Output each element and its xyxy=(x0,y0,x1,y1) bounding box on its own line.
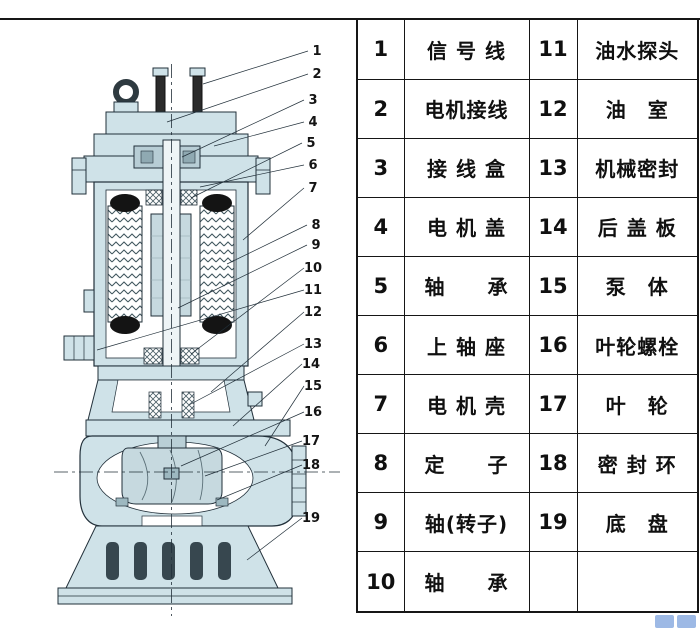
part-number-cell xyxy=(528,551,578,613)
oil-chamber xyxy=(87,379,263,421)
part-number-cell: 15 xyxy=(528,255,578,316)
part-number-cell: 3 xyxy=(356,137,405,198)
part-name-cell: 电 机 盖 xyxy=(403,196,530,257)
part-name-cell: 机械密封 xyxy=(576,137,699,198)
pump-svg: 1 2 3 4 5 6 7 8 9 10 11 12 13 14 15 16 1… xyxy=(54,44,340,616)
part-name-cell: 底 盘 xyxy=(576,492,699,553)
part-number-cell: 13 xyxy=(528,137,578,198)
callout-3: 3 xyxy=(308,93,317,108)
callout-17: 17 xyxy=(302,434,320,449)
callout-2: 2 xyxy=(312,67,321,82)
centerlines xyxy=(54,64,340,616)
part-name-cell: 轴(转子) xyxy=(403,492,530,553)
table-row: 3 接 线 盒 13 机械密封 xyxy=(356,137,699,198)
watermark xyxy=(655,615,696,628)
part-number-cell: 16 xyxy=(528,314,578,376)
part-name-cell: 轴 承 xyxy=(403,255,530,316)
part-name-cell: 电 机 壳 xyxy=(403,374,530,435)
part-name-cell: 电机接线 xyxy=(403,78,530,139)
part-number-cell: 11 xyxy=(528,18,578,80)
callout-19: 19 xyxy=(302,511,320,526)
pump-section-drawing: 1 2 3 4 5 6 7 8 9 10 11 12 13 14 15 16 1… xyxy=(54,44,340,616)
lifting-eye xyxy=(113,79,139,115)
part-number-cell: 8 xyxy=(356,433,405,494)
part-number-cell: 14 xyxy=(528,196,578,257)
table-row: 6 上 轴 座 16 叶轮螺栓 xyxy=(356,314,699,376)
part-number-cell: 4 xyxy=(356,196,405,257)
table-row: 10 轴 承 xyxy=(356,551,699,613)
table-row: 7 电 机 壳 17 叶 轮 xyxy=(356,374,699,435)
discharge-flange xyxy=(291,445,307,517)
part-number-cell: 10 xyxy=(356,551,405,613)
table-row: 5 轴 承 15 泵 体 xyxy=(356,255,699,316)
part-number-cell: 5 xyxy=(356,255,405,316)
parts-table: 1 信 号 线 11 油水探头 2 电机接线 12 油 室 3 接 线 盒 13… xyxy=(356,18,699,613)
base-plate xyxy=(57,525,293,605)
watermark-mark xyxy=(677,615,696,628)
part-number-cell: 17 xyxy=(528,374,578,435)
callout-14: 14 xyxy=(302,357,320,372)
stator xyxy=(107,194,235,334)
part-name-cell xyxy=(576,551,699,613)
watermark-mark xyxy=(655,615,674,628)
part-name-cell: 油 室 xyxy=(576,78,699,139)
callout-1: 1 xyxy=(312,44,321,59)
table-row: 9 轴(转子) 19 底 盘 xyxy=(356,492,699,553)
part-name-cell: 接 线 盒 xyxy=(403,137,530,198)
leader-lines xyxy=(96,50,309,561)
callout-16: 16 xyxy=(304,405,322,420)
table-row: 2 电机接线 12 油 室 xyxy=(356,78,699,139)
top-border-rule xyxy=(0,18,700,20)
callout-10: 10 xyxy=(304,261,322,276)
callout-4: 4 xyxy=(308,115,317,130)
part-name-cell: 上 轴 座 xyxy=(403,314,530,376)
callout-8: 8 xyxy=(311,218,320,233)
callout-numbers: 1 2 3 4 5 6 7 8 9 10 11 12 13 14 15 16 1… xyxy=(302,44,322,526)
seal-ring-right xyxy=(215,497,229,507)
part-name-cell: 泵 体 xyxy=(576,255,699,316)
callout-12: 12 xyxy=(304,305,322,320)
rear-cover-plate xyxy=(85,419,291,437)
part-number-cell: 6 xyxy=(356,314,405,376)
mechanical-seal xyxy=(148,391,195,419)
table-row: 4 电 机 盖 14 后 盖 板 xyxy=(356,196,699,257)
table-row: 1 信 号 线 11 油水探头 xyxy=(356,18,699,80)
part-name-cell: 轴 承 xyxy=(403,551,530,613)
part-number-cell: 1 xyxy=(356,18,405,80)
part-name-cell: 叶轮螺栓 xyxy=(576,314,699,376)
callout-15: 15 xyxy=(304,379,322,394)
callout-18: 18 xyxy=(302,458,320,473)
bearings xyxy=(143,189,200,365)
table-row: 8 定 子 18 密 封 环 xyxy=(356,433,699,494)
callout-11: 11 xyxy=(304,283,322,298)
part-name-cell: 油水探头 xyxy=(576,18,699,80)
callout-6: 6 xyxy=(308,158,317,173)
callout-7: 7 xyxy=(308,181,317,196)
part-number-cell: 19 xyxy=(528,492,578,553)
oil-water-probe xyxy=(63,289,95,361)
part-name-cell: 定 子 xyxy=(403,433,530,494)
callout-9: 9 xyxy=(311,238,320,253)
upper-shaft-seat xyxy=(97,365,245,381)
part-number-cell: 18 xyxy=(528,433,578,494)
callout-13: 13 xyxy=(304,337,322,352)
part-number-cell: 2 xyxy=(356,78,405,139)
part-name-cell: 叶 轮 xyxy=(576,374,699,435)
part-name-cell: 密 封 环 xyxy=(576,433,699,494)
seal-ring-left xyxy=(115,497,129,507)
callout-5: 5 xyxy=(306,136,315,151)
part-name-cell: 信 号 线 xyxy=(403,18,530,80)
part-name-cell: 后 盖 板 xyxy=(576,196,699,257)
part-number-cell: 9 xyxy=(356,492,405,553)
part-number-cell: 12 xyxy=(528,78,578,139)
part-number-cell: 7 xyxy=(356,374,405,435)
